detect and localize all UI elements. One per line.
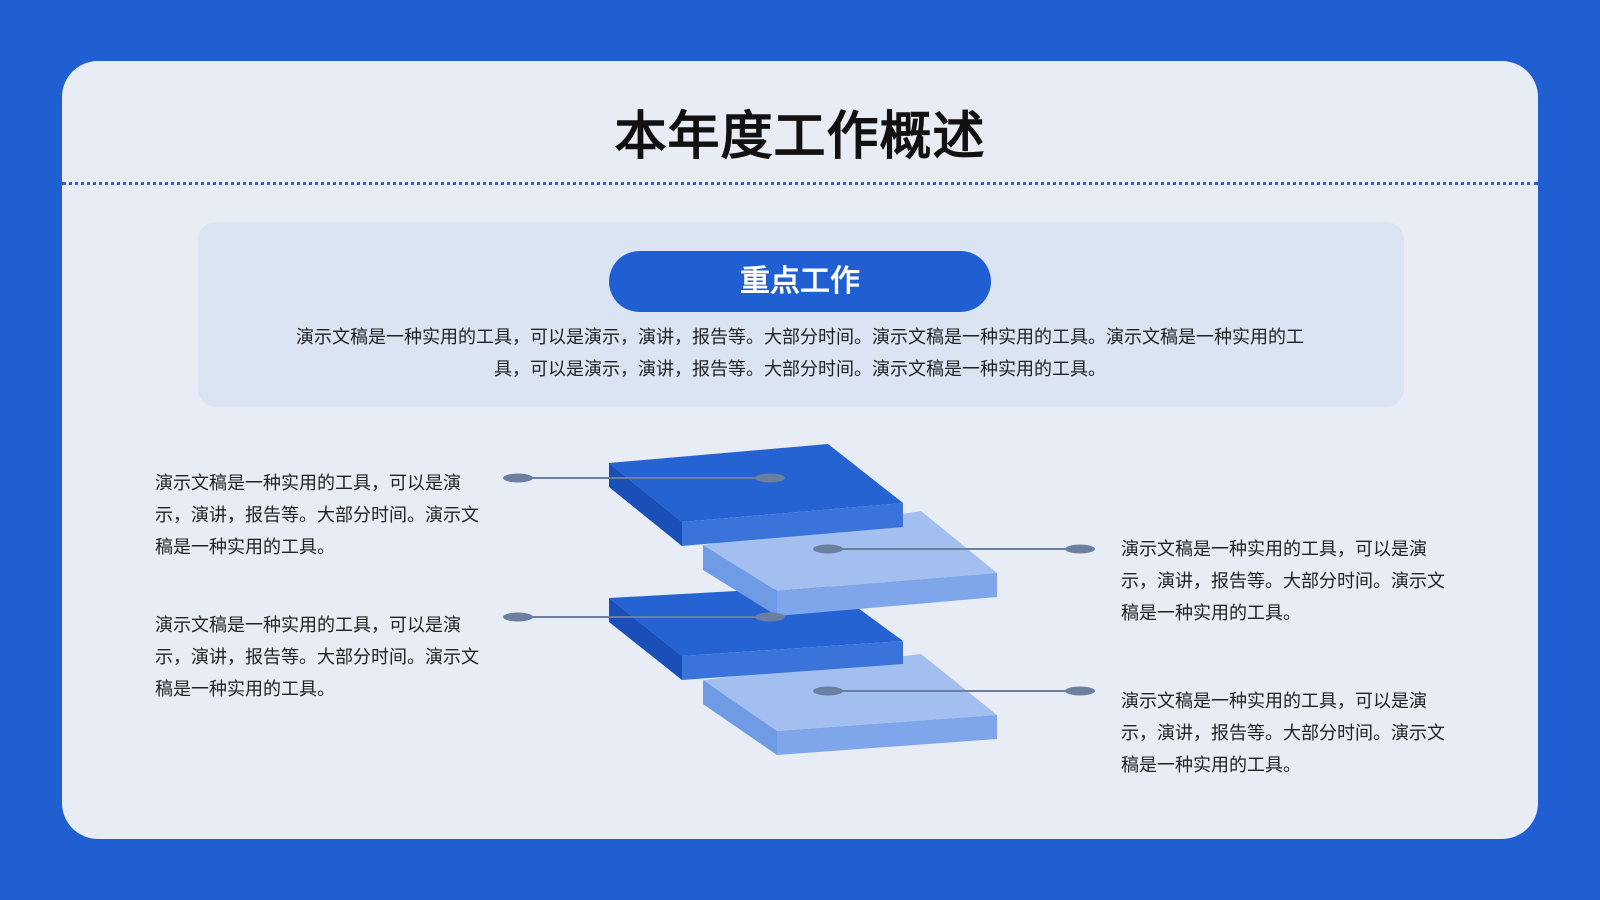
key-work-text: 演示文稿是一种实用的工具，可以是演示，演讲，报告等。大部分时间。演示文稿是一种实…	[296, 327, 1304, 380]
connector-1-dot-end	[755, 473, 785, 483]
item-1-text: 演示文稿是一种实用的工具，可以是演示，演讲，报告等。大部分时间。演示文稿是一种实…	[155, 473, 479, 558]
connector-4	[813, 686, 1095, 696]
stack-layer-4	[703, 654, 997, 755]
item-3-text: 演示文稿是一种实用的工具，可以是演示，演讲，报告等。大部分时间。演示文稿是一种实…	[155, 615, 479, 700]
title-divider	[62, 182, 1538, 185]
connector-3-dot-end	[755, 612, 785, 622]
stack-layer-1	[609, 444, 903, 546]
connector-2-dot-end	[1065, 544, 1095, 554]
connector-1	[503, 473, 785, 483]
connector-4-dot-start	[813, 686, 843, 696]
page-title: 本年度工作概述	[614, 107, 986, 167]
connector-3-dot-start	[503, 612, 533, 622]
item-4-text: 演示文稿是一种实用的工具，可以是演示，演讲，报告等。大部分时间。演示文稿是一种实…	[1121, 691, 1445, 776]
item-2-text: 演示文稿是一种实用的工具，可以是演示，演讲，报告等。大部分时间。演示文稿是一种实…	[1121, 539, 1445, 624]
key-work-badge: 重点工作	[609, 251, 991, 312]
connector-1-dot-start	[503, 473, 533, 483]
connector-2-dot-start	[813, 544, 843, 554]
connector-3	[503, 612, 785, 622]
connector-4-dot-end	[1065, 686, 1095, 696]
connector-2	[813, 544, 1095, 554]
stack-layer-2	[703, 511, 997, 616]
